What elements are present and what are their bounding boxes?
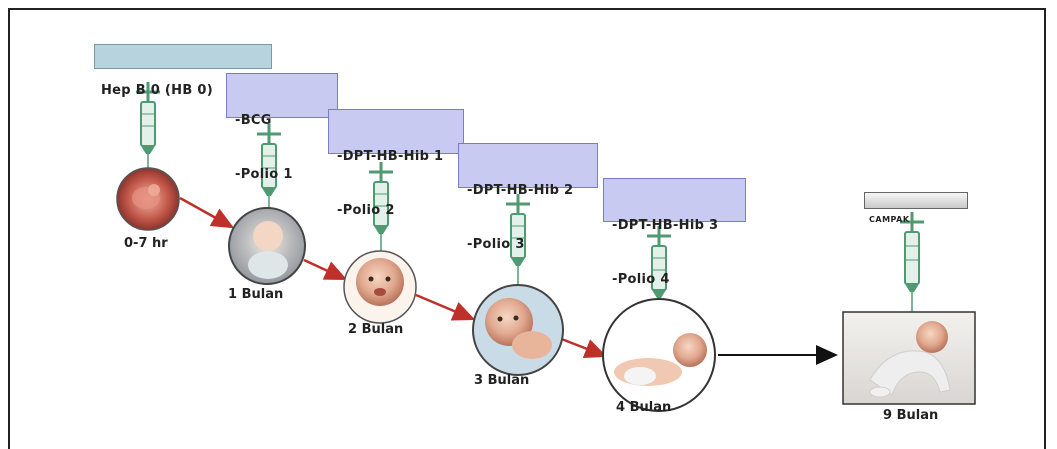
- vaccine-label-line: -Polio 4: [612, 271, 737, 289]
- arrow-0-7hr-to-1-bulan: [180, 198, 232, 227]
- photo-baby-3-bulan: [473, 285, 563, 375]
- photo-baby-2-bulan: [344, 251, 416, 323]
- age-label-1-bulan: 1 Bulan: [228, 287, 283, 302]
- age-label-4-bulan: 4 Bulan: [616, 400, 671, 415]
- vaccine-label-line: -Polio 3: [467, 236, 589, 254]
- age-label-2-bulan: 2 Bulan: [348, 322, 403, 337]
- age-label-3-bulan: 3 Bulan: [474, 373, 529, 388]
- vaccine-label-2-bulan: -DPT-HB-Hib 1 -Polio 2: [328, 109, 464, 154]
- photo-fetus-0-7hr: [117, 168, 179, 230]
- arrow-1-to-2-bulan: [304, 260, 345, 279]
- vaccine-label-line: -Polio 1: [235, 166, 329, 184]
- vaccine-label-line: -DPT-HB-Hib 2: [467, 182, 589, 200]
- arrow-3-to-4-bulan: [559, 338, 605, 356]
- vaccine-label-line: -DPT-HB-Hib 1: [337, 148, 455, 166]
- vaccine-label-line: -DPT-HB-Hib 3: [612, 217, 737, 235]
- vaccine-label-1-bulan: -BCG -Polio 1: [226, 73, 338, 118]
- photo-baby-4-bulan: [603, 299, 715, 411]
- vaccine-label-4-bulan: -DPT-HB-Hib 3 -Polio 4: [603, 178, 746, 222]
- vaccine-label-line: -Polio 2: [337, 202, 455, 220]
- arrow-2-to-3-bulan: [416, 295, 473, 319]
- photo-baby-1-bulan: [229, 208, 305, 284]
- vaccine-label-3-bulan: -DPT-HB-Hib 2 -Polio 3: [458, 143, 598, 188]
- vaccine-label-9-bulan: CAMPAK: [864, 192, 968, 209]
- age-label-0-7hr: 0-7 hr: [124, 236, 168, 251]
- vaccine-label-line: -BCG: [235, 112, 329, 130]
- photo-baby-9-bulan: [843, 312, 975, 404]
- age-label-9-bulan: 9 Bulan: [883, 408, 938, 423]
- vaccine-label-hb0: Hep B 0 (HB 0): [94, 44, 272, 69]
- vaccine-label-line: CAMPAK: [869, 215, 963, 225]
